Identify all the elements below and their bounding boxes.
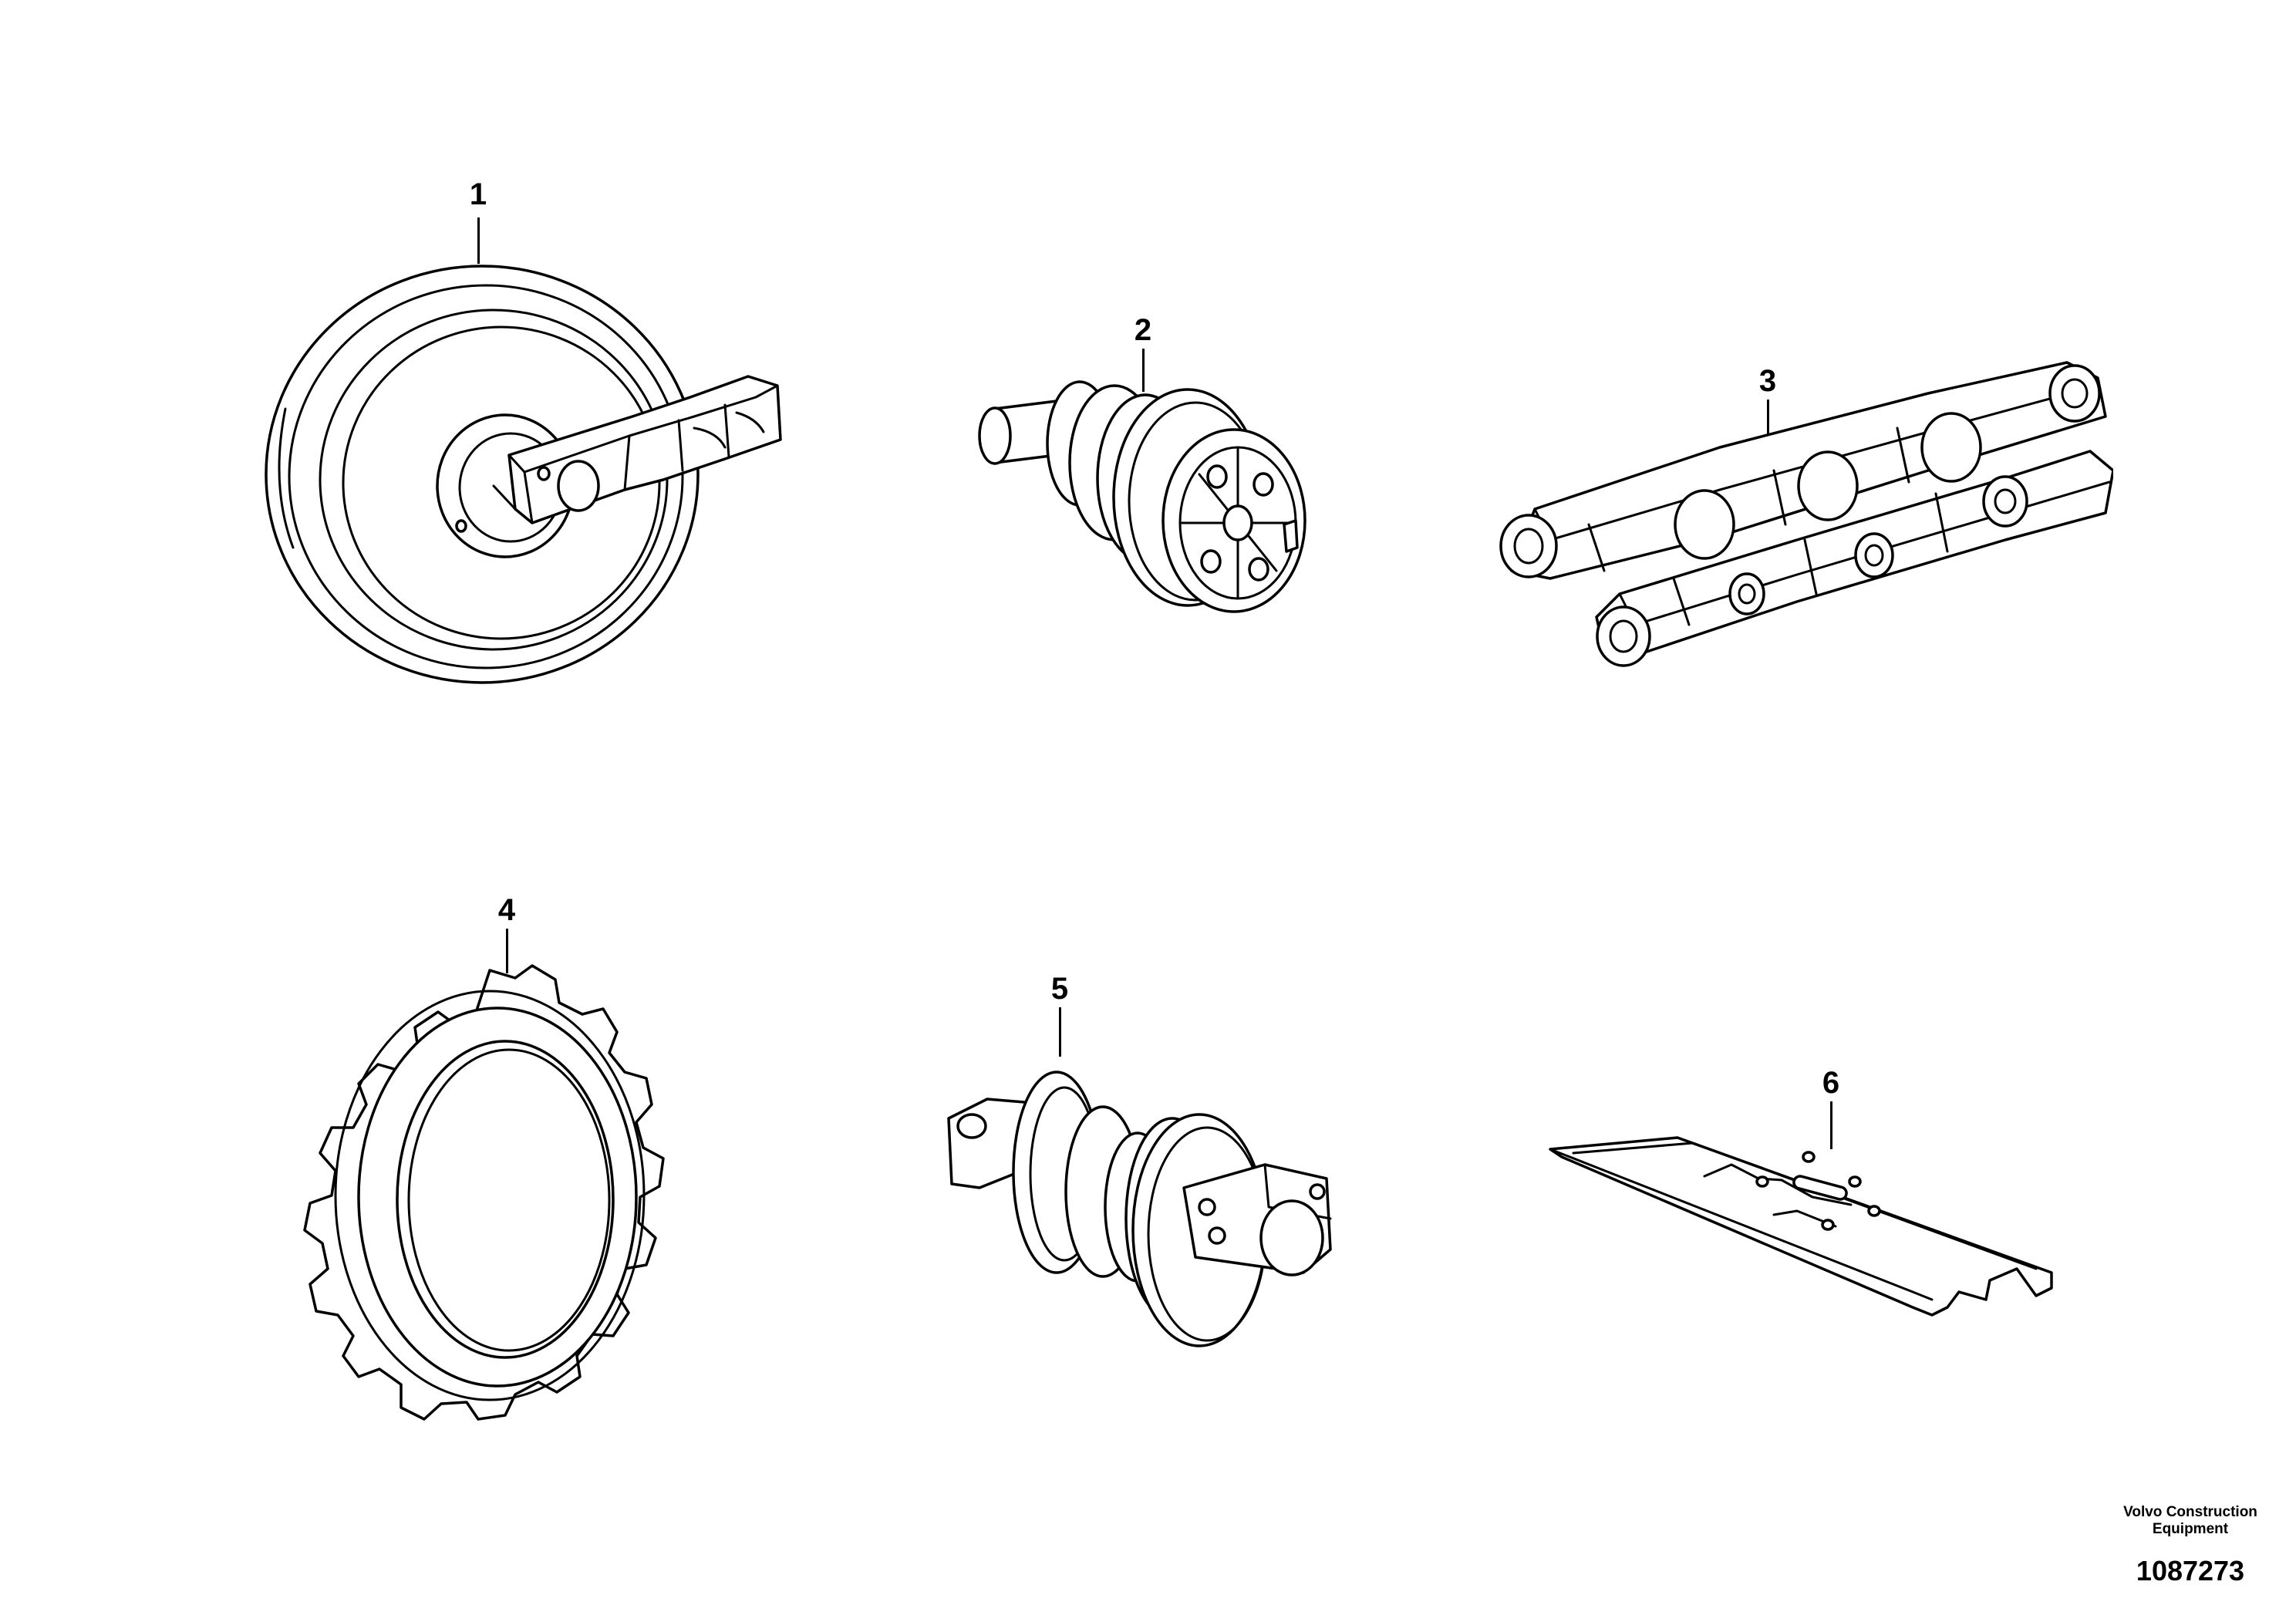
leader-line-2	[1142, 349, 1145, 392]
track-roller-icon	[947, 1071, 1332, 1347]
callout-1: 1	[469, 177, 487, 211]
track-shoe-icon	[1549, 1136, 2053, 1317]
callout-3: 3	[1758, 364, 1777, 398]
carrier-roller-icon	[978, 380, 1306, 613]
callout-6: 6	[1822, 1066, 1840, 1100]
front-idler-icon	[265, 265, 782, 684]
leader-line-3	[1767, 400, 1769, 446]
callout-4: 4	[497, 893, 516, 927]
leader-line-4	[506, 929, 508, 973]
brand-label: Volvo Construction Equipment	[2067, 1504, 2296, 1538]
callout-2: 2	[1134, 313, 1152, 347]
leader-line-5	[1059, 1007, 1061, 1057]
sprocket-icon	[303, 964, 665, 1421]
brand-line-2: Equipment	[2152, 1521, 2229, 1537]
leader-line-6	[1830, 1101, 1832, 1149]
brand-line-1: Volvo Construction	[2123, 1504, 2257, 1520]
document-number: 1087273	[2136, 1555, 2245, 1587]
track-chain-icon	[1499, 361, 2113, 667]
callout-5: 5	[1050, 972, 1069, 1006]
leader-line-1	[477, 218, 480, 264]
